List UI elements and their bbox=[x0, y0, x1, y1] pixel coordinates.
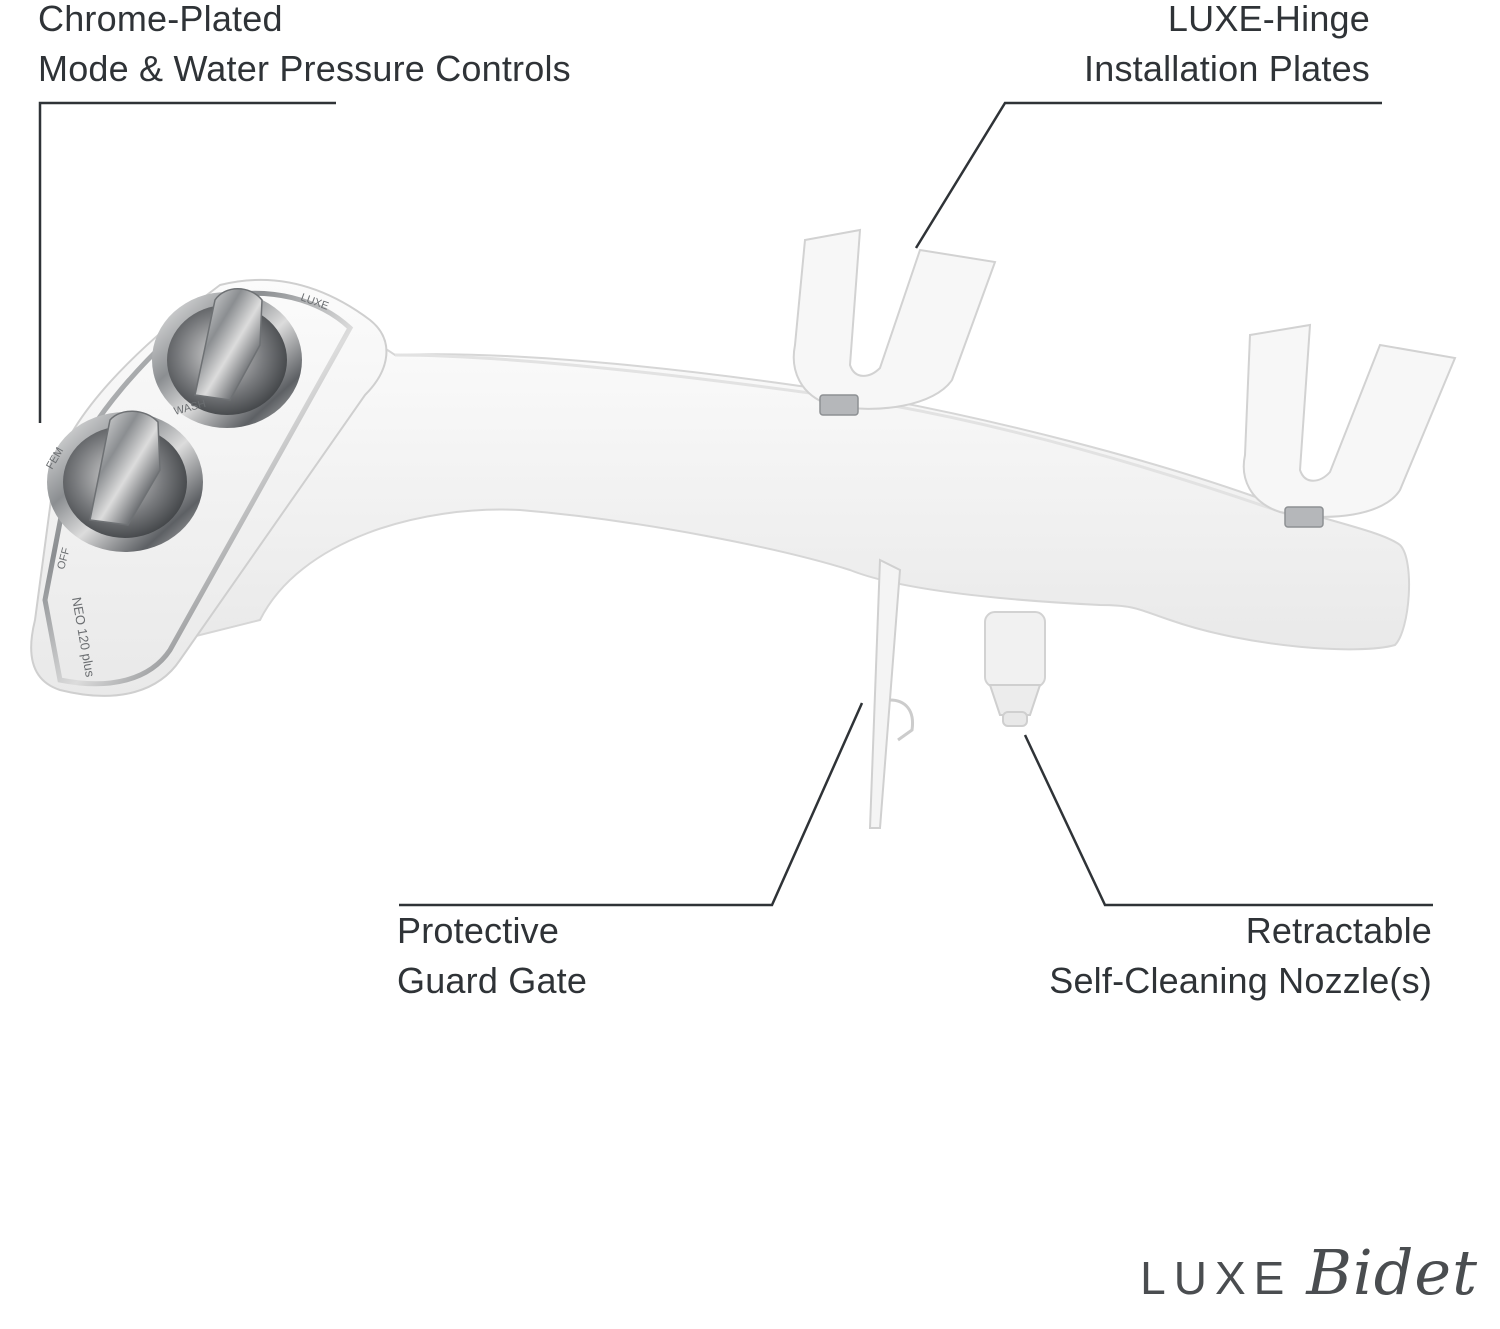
callout-gate-line1: Protective bbox=[397, 910, 560, 951]
callout-controls-label: Chrome-Plated Mode & Water Pressure Cont… bbox=[38, 0, 571, 94]
callout-nozzle-line2: Self-Cleaning Nozzle(s) bbox=[1049, 960, 1432, 1001]
callout-controls-line2: Mode & Water Pressure Controls bbox=[38, 48, 571, 89]
callout-nozzle-line1: Retractable bbox=[1245, 910, 1432, 951]
callout-hinge-label: LUXE-Hinge Installation Plates bbox=[1084, 0, 1370, 94]
logo-bidet-script: Bidet bbox=[1306, 1236, 1478, 1309]
guard-gate bbox=[868, 558, 915, 829]
nozzle bbox=[984, 611, 1046, 727]
leader-lines bbox=[38, 101, 1433, 907]
callout-hinge-line1: LUXE-Hinge bbox=[1167, 0, 1370, 39]
callout-gate-label: Protective Guard Gate bbox=[397, 906, 587, 1006]
callout-controls-line1: Chrome-Plated bbox=[38, 0, 283, 39]
callout-hinge-line2: Installation Plates bbox=[1084, 48, 1370, 89]
mode-dial bbox=[47, 410, 203, 552]
callout-nozzle-label: Retractable Self-Cleaning Nozzle(s) bbox=[1049, 906, 1432, 1006]
callout-gate-line2: Guard Gate bbox=[397, 960, 588, 1001]
leader-line-controls bbox=[38, 101, 336, 423]
leader-line-nozzle bbox=[1023, 734, 1433, 907]
leader-line-hinge bbox=[914, 101, 1382, 249]
dial-mark-off: OFF bbox=[55, 546, 72, 571]
control-housing bbox=[30, 278, 388, 697]
luxe-bidet-logo: LUXE Bidet bbox=[1140, 1236, 1478, 1309]
hinge-plate-2 bbox=[1242, 323, 1457, 528]
hinge-plate-1 bbox=[792, 228, 997, 416]
logo-luxe-text: LUXE bbox=[1140, 1252, 1293, 1304]
pressure-dial bbox=[152, 288, 302, 428]
leader-line-gate bbox=[399, 702, 864, 907]
